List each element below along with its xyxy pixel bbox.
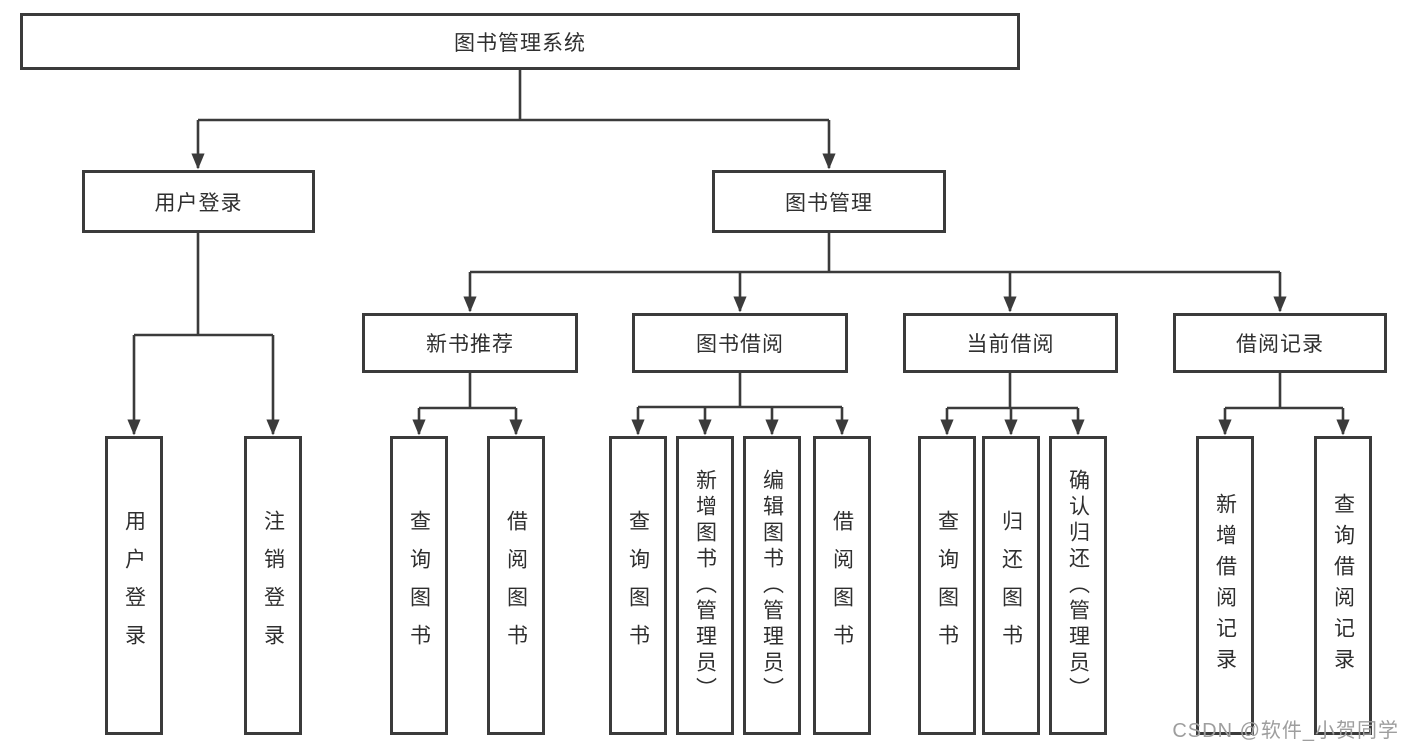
node-user-login: 用户登录 (82, 170, 315, 233)
leaf-return-books: 归还图书 (982, 436, 1040, 735)
leaf-query-borrow-record-label: 查询借阅记录 (1331, 492, 1355, 679)
node-current-borrow: 当前借阅 (903, 313, 1118, 373)
leaf-query-books-recommend: 查询图书 (390, 436, 448, 735)
leaf-add-borrow-record: 新增借阅记录 (1196, 436, 1254, 735)
node-user-login-label: 用户登录 (154, 191, 243, 215)
leaf-borrow-books-recommend-label: 借阅图书 (504, 509, 528, 662)
leaf-edit-books-admin-label: 编辑图书（管理员） (760, 468, 784, 703)
csdn-watermark: CSDN @软件_小贺同学 (1172, 720, 1399, 742)
leaf-confirm-return-admin-label: 确认归还（管理员） (1066, 468, 1090, 703)
node-new-book-recommend: 新书推荐 (362, 313, 578, 373)
leaf-query-books-borrow-label: 查询图书 (626, 509, 650, 662)
node-book-management: 图书管理 (712, 170, 946, 233)
leaf-user-login: 用户登录 (105, 436, 163, 735)
leaf-query-books-current-label: 查询图书 (935, 509, 959, 662)
leaf-borrow-books-label: 借阅图书 (830, 509, 854, 662)
node-borrow-records: 借阅记录 (1173, 313, 1387, 373)
leaf-query-books-borrow: 查询图书 (609, 436, 667, 735)
node-current-borrow-label: 当前借阅 (966, 333, 1055, 356)
node-book-borrow-label: 图书借阅 (696, 333, 784, 356)
node-book-borrow: 图书借阅 (632, 313, 848, 373)
leaf-return-books-label: 归还图书 (999, 509, 1023, 662)
leaf-borrow-books: 借阅图书 (813, 436, 871, 735)
leaf-query-books-recommend-label: 查询图书 (407, 509, 431, 662)
leaf-confirm-return-admin: 确认归还（管理员） (1049, 436, 1107, 735)
leaf-add-books-admin-label: 新增图书（管理员） (693, 468, 717, 703)
leaf-add-borrow-record-label: 新增借阅记录 (1213, 492, 1237, 679)
leaf-borrow-books-recommend: 借阅图书 (487, 436, 545, 735)
node-library-system: 图书管理系统 (20, 13, 1020, 70)
node-library-system-label: 图书管理系统 (454, 31, 586, 55)
leaf-query-borrow-record: 查询借阅记录 (1314, 436, 1372, 735)
leaf-user-login-label: 用户登录 (122, 509, 146, 662)
node-borrow-records-label: 借阅记录 (1236, 333, 1324, 356)
leaf-logout: 注销登录 (244, 436, 302, 735)
leaf-add-books-admin: 新增图书（管理员） (676, 436, 734, 735)
leaf-logout-label: 注销登录 (261, 509, 285, 662)
node-new-book-recommend-label: 新书推荐 (426, 333, 514, 356)
leaf-query-books-current: 查询图书 (918, 436, 976, 735)
leaf-edit-books-admin: 编辑图书（管理员） (743, 436, 801, 735)
node-book-management-label: 图书管理 (785, 191, 873, 215)
